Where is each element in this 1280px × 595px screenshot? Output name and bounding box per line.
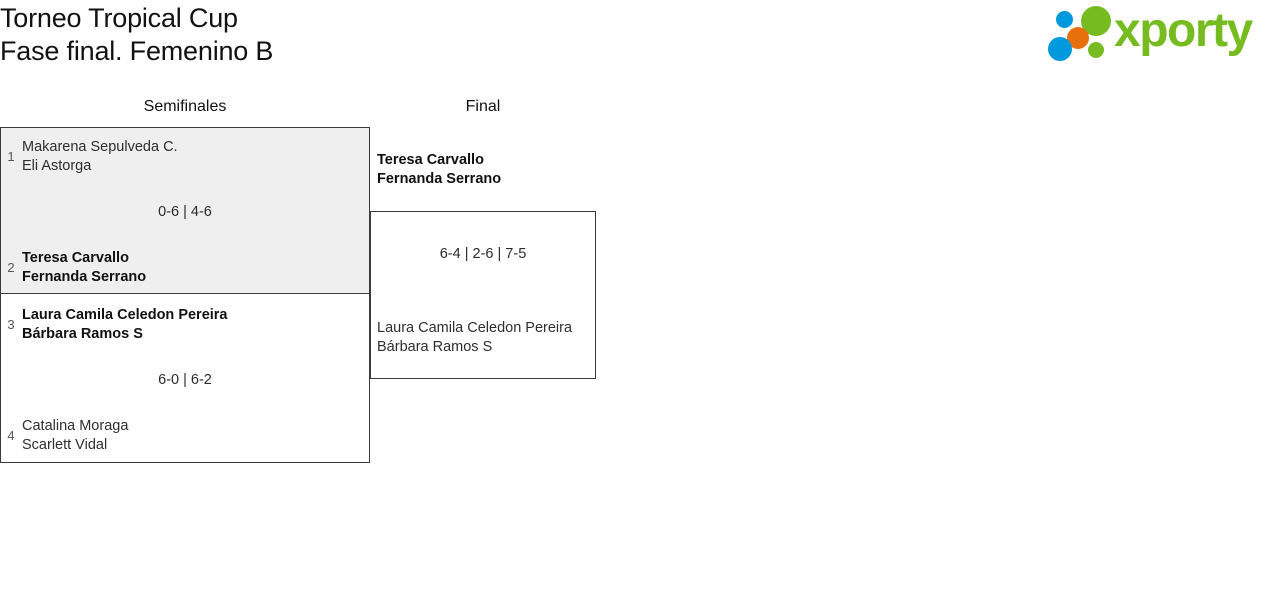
player-name: Bárbara Ramos S bbox=[22, 326, 143, 342]
player-name: Makarena Sepulveda C. bbox=[22, 139, 178, 155]
match-box-semifinal-2[interactable] bbox=[0, 294, 370, 463]
tournament-name: Torneo Tropical Cup bbox=[0, 3, 238, 33]
xporty-logo[interactable]: xporty bbox=[1048, 4, 1276, 62]
player-name: Bárbara Ramos S bbox=[377, 339, 493, 355]
match-score: 0-6 | 4-6 bbox=[158, 204, 212, 220]
tournament-phase: Fase final. Femenino B bbox=[0, 36, 274, 66]
match-box-final[interactable] bbox=[370, 211, 596, 379]
match-score: 6-0 | 6-2 bbox=[158, 372, 212, 388]
competitor-names: Catalina Moraga Scarlett Vidal bbox=[22, 417, 128, 455]
competitor-names: Teresa Carvallo Fernanda Serrano bbox=[370, 151, 501, 189]
round-label-final: Final bbox=[465, 98, 501, 115]
logo-dot-blue-large bbox=[1048, 37, 1072, 61]
player-name: Teresa Carvallo bbox=[22, 250, 129, 266]
logo-wordmark: xporty bbox=[1114, 4, 1253, 57]
seed-number: 3 bbox=[7, 317, 15, 332]
seed-number: 4 bbox=[7, 428, 15, 443]
competitor-row[interactable]: Teresa Carvallo Fernanda Serrano bbox=[370, 151, 596, 189]
competitor-names: Teresa Carvallo Fernanda Serrano bbox=[22, 249, 146, 287]
logo-dots-icon bbox=[1048, 4, 1120, 62]
competitor-names: Laura Camila Celedon Pereira Bárbara Ram… bbox=[370, 319, 572, 357]
player-name: Laura Camila Celedon Pereira bbox=[377, 320, 573, 336]
logo-dot-green-small bbox=[1088, 42, 1104, 58]
player-name: Fernanda Serrano bbox=[377, 171, 502, 187]
player-name: Eli Astorga bbox=[22, 158, 92, 174]
page-header: Torneo Tropical Cup Fase final. Femenino… bbox=[0, 0, 1280, 80]
match-score: 6-4 | 2-6 | 7-5 bbox=[439, 246, 527, 262]
competitor-row[interactable]: 4 Catalina Moraga Scarlett Vidal bbox=[0, 417, 128, 455]
player-name: Catalina Moraga bbox=[22, 418, 129, 434]
player-name: Fernanda Serrano bbox=[22, 269, 147, 285]
competitor-names: Makarena Sepulveda C. Eli Astorga bbox=[22, 138, 178, 176]
competitor-row[interactable]: 2 Teresa Carvallo Fernanda Serrano bbox=[0, 249, 146, 287]
player-name: Scarlett Vidal bbox=[22, 437, 108, 453]
round-label-semifinals: Semifinales bbox=[143, 98, 227, 115]
logo-dot-blue-small bbox=[1056, 11, 1073, 28]
page-title: Torneo Tropical Cup Fase final. Femenino… bbox=[0, 2, 273, 68]
seed-number: 2 bbox=[7, 260, 15, 275]
competitor-row[interactable]: Laura Camila Celedon Pereira Bárbara Ram… bbox=[370, 319, 596, 357]
competitor-row[interactable]: 3 Laura Camila Celedon Pereira Bárbara R… bbox=[0, 306, 228, 344]
player-name: Teresa Carvallo bbox=[377, 152, 484, 168]
match-box-semifinal-1[interactable] bbox=[0, 127, 370, 294]
player-name: Laura Camila Celedon Pereira bbox=[22, 307, 228, 323]
competitor-names: Laura Camila Celedon Pereira Bárbara Ram… bbox=[22, 306, 228, 344]
seed-number: 1 bbox=[7, 149, 15, 164]
logo-dot-orange bbox=[1067, 27, 1089, 49]
competitor-row[interactable]: 1 Makarena Sepulveda C. Eli Astorga bbox=[0, 138, 178, 176]
